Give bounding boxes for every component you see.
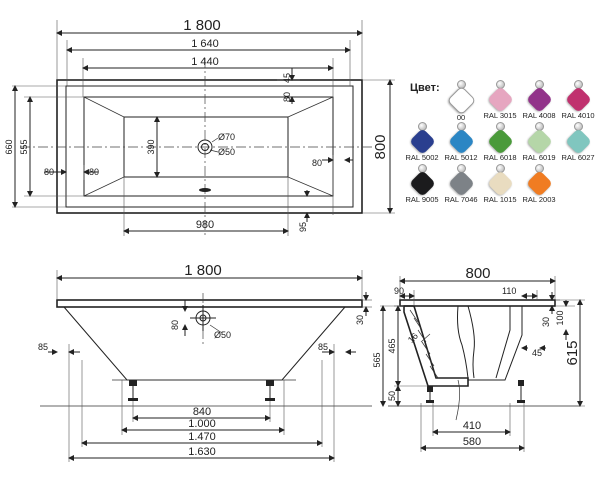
dim-side-45: 45 (532, 348, 542, 358)
color-chip[interactable] (408, 170, 436, 197)
top-view: 1 800 1 640 1 440 800 660 555 390 Ø70 Ø5… (4, 17, 395, 236)
color-code-label: RAL 4008 (522, 111, 556, 120)
color-code-label: RAL 5012 (444, 153, 478, 162)
color-code-label: RAL 9005 (405, 195, 439, 204)
color-swatch[interactable]: RAL 2003 (517, 164, 561, 204)
color-chip[interactable] (564, 128, 592, 155)
side-leg-left (426, 386, 434, 403)
dim-front-840: 840 (193, 406, 211, 418)
label-front-drain-50: Ø50 (214, 330, 231, 340)
drain-outer-circle (197, 139, 213, 155)
tub-rim-outline (56, 79, 363, 214)
front-rim (56, 299, 363, 308)
dim-front-80: 80 (170, 320, 180, 330)
dim-top-80: 80 (282, 92, 292, 102)
color-swatch[interactable]: RAL 6019 (517, 122, 561, 162)
label-drain-50: Ø50 (218, 147, 235, 157)
side-inner-wall (457, 305, 469, 379)
color-code-label: RAL 6027 (561, 153, 595, 162)
color-code-label: RAL 7046 (444, 195, 478, 204)
color-swatch[interactable]: RAL 4010 (556, 80, 600, 120)
dim-side-410: 410 (463, 420, 481, 432)
dim-width-800: 800 (372, 134, 389, 159)
dim-side-90: 90 (394, 286, 404, 296)
dim-side-50: 50 (387, 391, 397, 401)
color-chip[interactable] (486, 170, 514, 197)
dim-front-1000: 1.000 (188, 418, 216, 430)
side-rim (399, 299, 556, 307)
dim-front-length-1800: 1 800 (184, 262, 222, 279)
dim-front-left-85: 85 (38, 342, 48, 352)
color-chip[interactable] (486, 86, 514, 113)
dim-side-30: 30 (541, 317, 551, 327)
dim-front-right-85: 85 (318, 342, 328, 352)
dim-right-80: 80 (312, 158, 322, 168)
color-chip[interactable] (564, 86, 592, 113)
color-swatch[interactable]: RAL 5002 (400, 122, 444, 162)
front-view: Ø50 80 1 800 30 85 85 840 1.000 (38, 262, 372, 462)
dim-left-80-outer: 80 (44, 167, 54, 177)
front-leg-right (265, 380, 275, 401)
color-chip[interactable] (525, 128, 553, 155)
color-code-label: RAL 1015 (483, 195, 517, 204)
side-section-left (403, 305, 469, 387)
dim-front-rim-30: 30 (355, 315, 365, 325)
dim-bottom-95: 95 (298, 222, 308, 232)
dim-top-45: 45 (282, 73, 292, 83)
color-chip[interactable] (447, 170, 475, 197)
dim-bowl-390: 390 (146, 139, 156, 154)
side-leg-right (517, 380, 525, 403)
drain-inner-circle (201, 143, 209, 151)
side-view: 16 800 90 110 30 (372, 265, 585, 452)
color-chip[interactable] (447, 128, 475, 155)
dim-side-110: 110 (502, 286, 516, 296)
color-code-label: RAL 2003 (522, 195, 556, 204)
color-chip[interactable] (446, 85, 476, 116)
dim-side-565: 565 (372, 352, 382, 367)
dim-980: 980 (196, 219, 214, 231)
color-swatch[interactable]: RAL 9005 (400, 164, 444, 204)
dim-length-1440: 1 440 (191, 56, 219, 68)
color-chip[interactable] (486, 128, 514, 155)
color-chip[interactable] (408, 128, 436, 155)
color-code-label: RAL 4010 (561, 111, 595, 120)
dim-length-1640: 1 640 (191, 38, 219, 50)
color-swatch[interactable]: RAL 7046 (439, 164, 483, 204)
color-swatch[interactable]: RAL 4008 (517, 80, 561, 120)
label-drain-70: Ø70 (218, 132, 235, 142)
color-chip[interactable] (525, 86, 553, 113)
color-swatch[interactable]: 00 (439, 80, 483, 122)
tub-inner-rim (65, 85, 354, 208)
color-code-label: RAL 5002 (405, 153, 439, 162)
dim-left-80-inner: 80 (89, 167, 99, 177)
dim-side-100: 100 (555, 310, 565, 325)
dim-side-580: 580 (463, 436, 481, 448)
color-swatch[interactable]: RAL 6027 (556, 122, 600, 162)
palette-title: Цвет: (410, 82, 440, 94)
color-code-label: RAL 6018 (483, 153, 517, 162)
dim-side-465: 465 (387, 338, 397, 353)
color-swatch[interactable]: RAL 5012 (439, 122, 483, 162)
tub-bowl-outline (83, 96, 334, 197)
dim-side-615: 615 (564, 340, 581, 365)
dim-side-16: 16 (406, 331, 420, 345)
color-code-label: RAL 6019 (522, 153, 556, 162)
dim-length-1800: 1 800 (183, 17, 221, 34)
color-chip[interactable] (525, 170, 553, 197)
front-leg-left (128, 380, 138, 401)
color-swatch[interactable]: RAL 1015 (478, 164, 522, 204)
dim-front-1470: 1.470 (188, 431, 216, 443)
color-swatch[interactable]: RAL 6018 (478, 122, 522, 162)
dim-height-555: 555 (19, 139, 29, 154)
color-code-label: RAL 3015 (483, 111, 517, 120)
overflow-hole (199, 188, 211, 192)
dim-front-1630: 1.630 (188, 446, 216, 458)
dim-side-width-800: 800 (465, 265, 490, 282)
dim-height-660: 660 (4, 139, 14, 154)
side-outer-wall-right (468, 305, 523, 381)
color-code-label: 00 (456, 113, 466, 122)
color-swatch[interactable]: RAL 3015 (478, 80, 522, 120)
